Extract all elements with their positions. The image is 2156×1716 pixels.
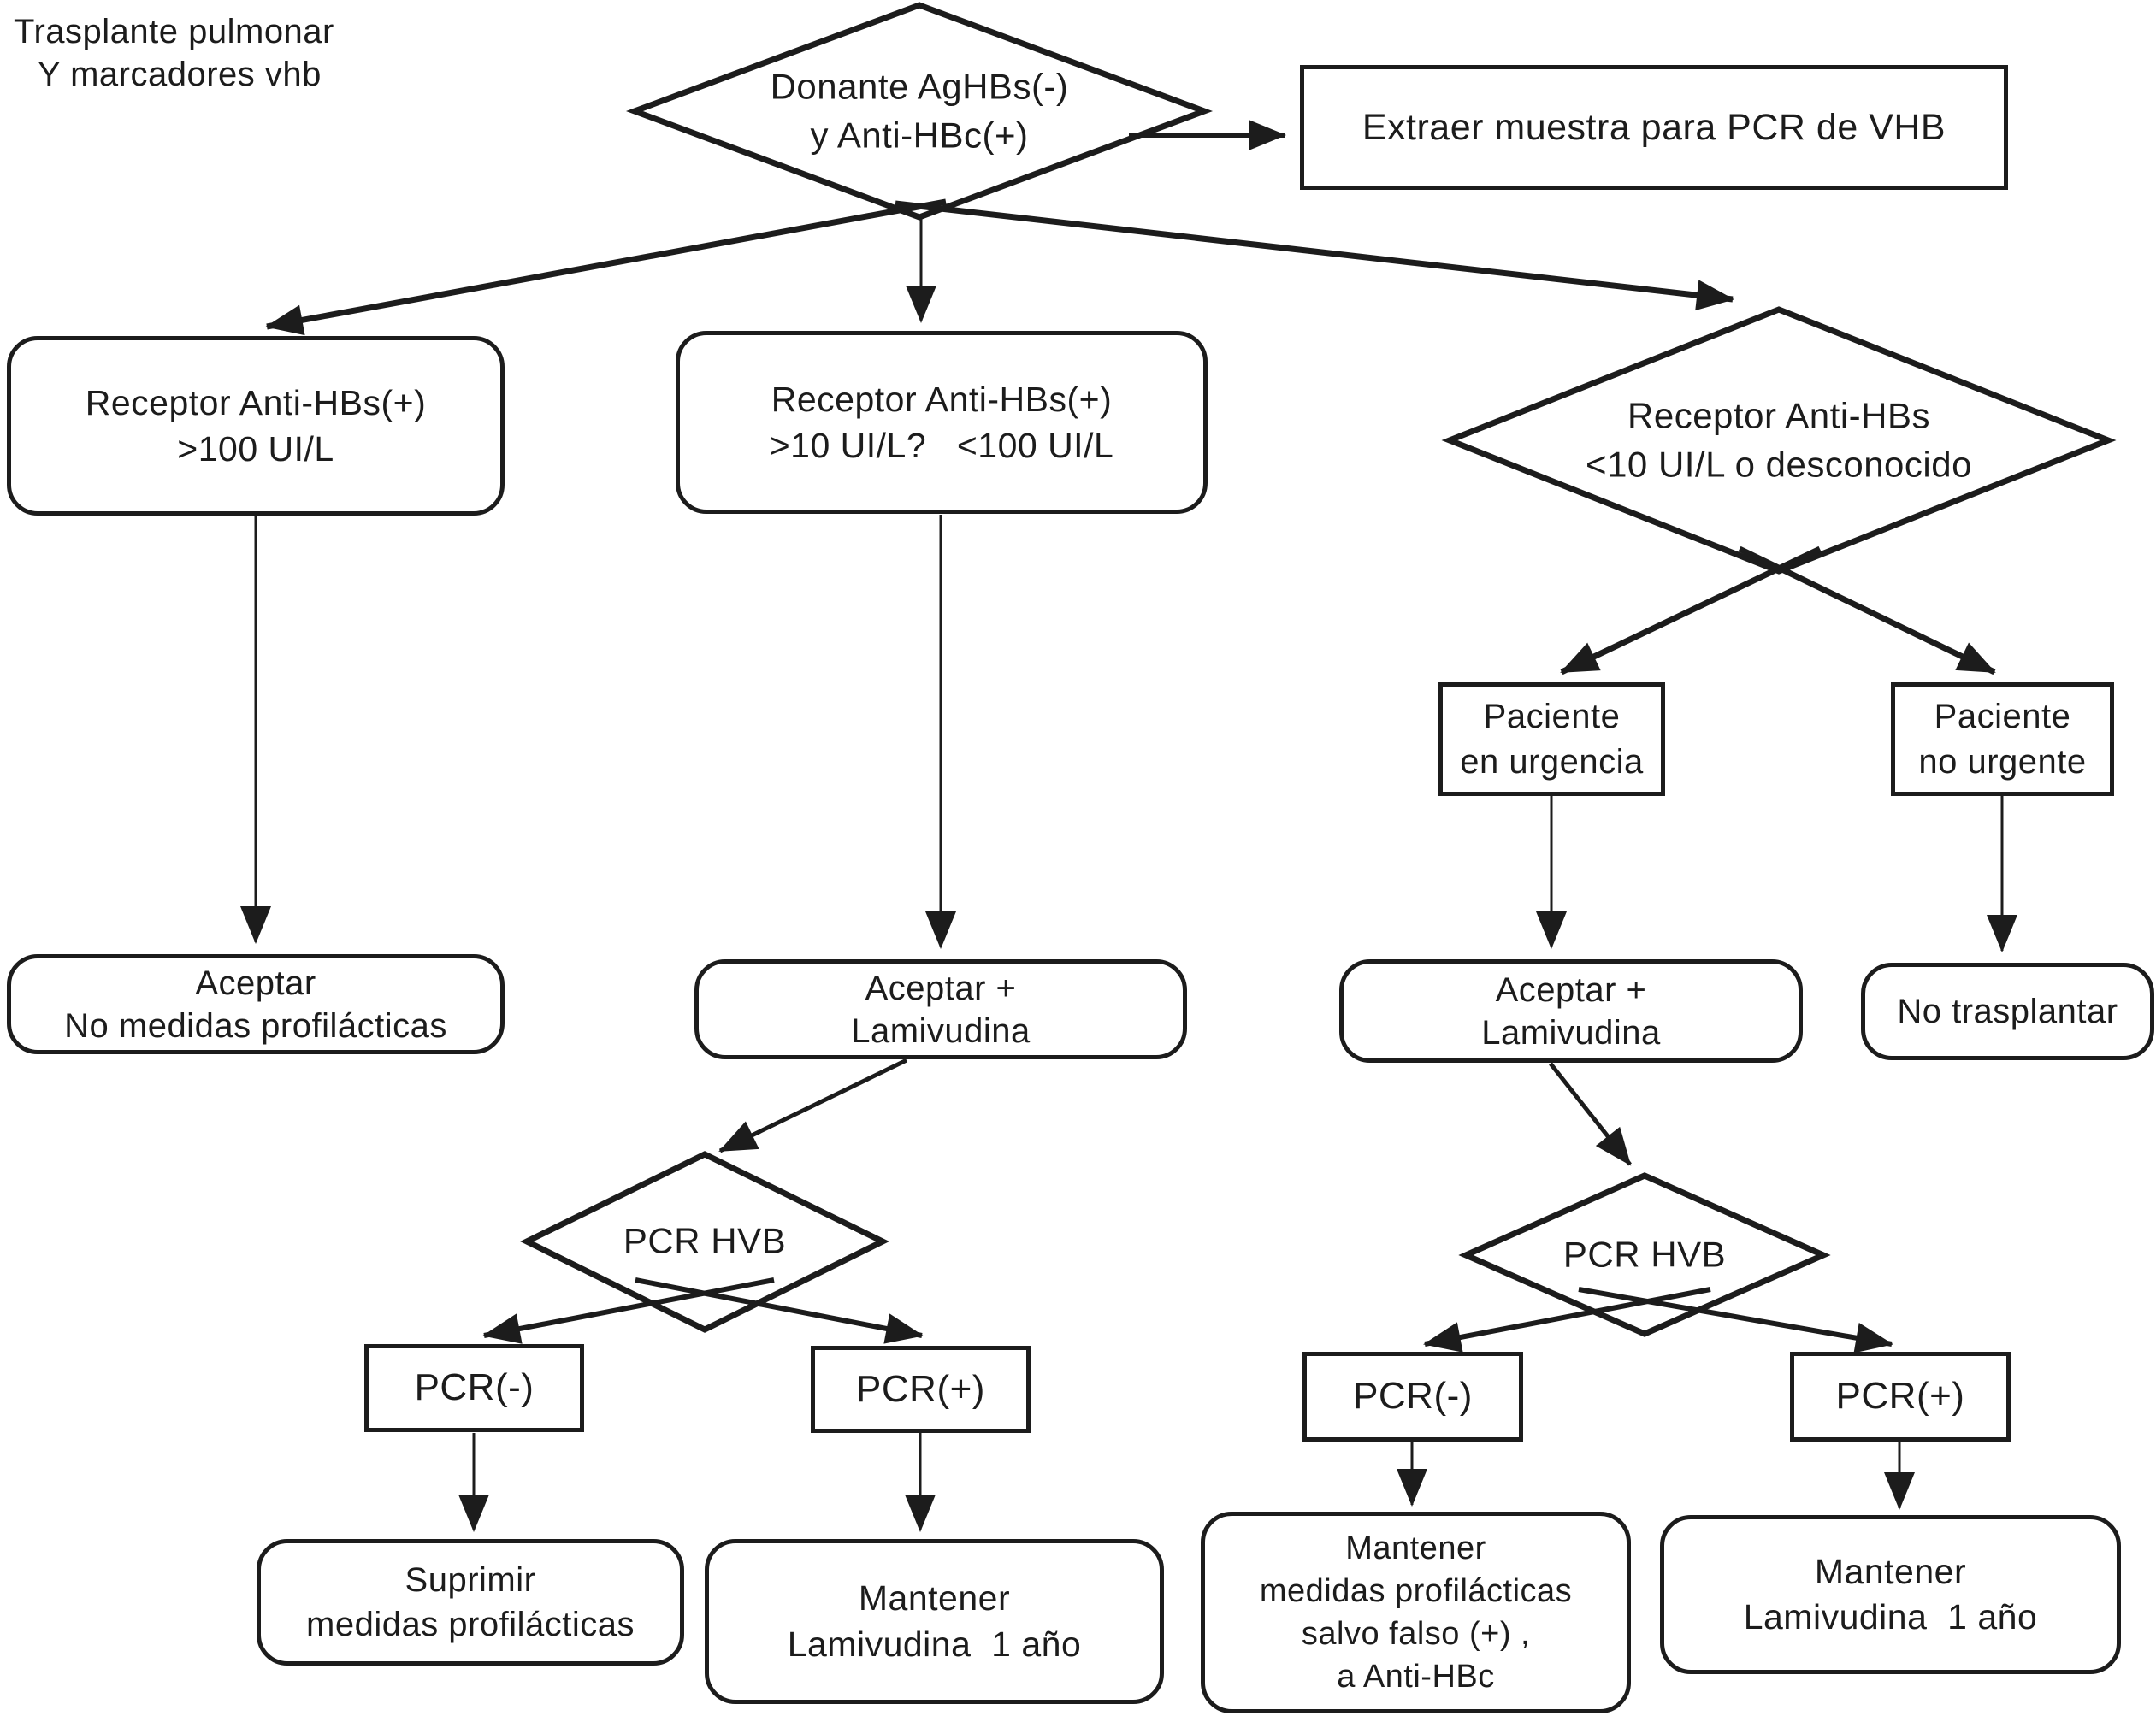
node-aceptar-lamivudina-derecha-line1: Aceptar +	[1495, 970, 1647, 1009]
diamond-donante	[625, 2, 1214, 221]
node-pcr-neg-derecha: PCR(-)	[1302, 1352, 1523, 1442]
node-paciente-urgencia-line2: en urgencia	[1460, 742, 1644, 781]
arrow-pcr-hvb-derecha-to-pcr-pos	[1578, 1287, 1893, 1353]
node-paciente-no-urgente-line1: Paciente	[1934, 697, 2071, 735]
decision-pcr-hvb-centro-label: PCR HVB	[623, 1220, 787, 1261]
node-receptor-10-100-line2: >10 UI/L? <100 UI/L	[769, 426, 1114, 465]
node-aceptar-lamivudina-centro: Aceptar + Lamivudina	[694, 959, 1187, 1059]
node-paciente-urgencia-line1: Paciente	[1483, 697, 1621, 735]
node-aceptar-no-medidas-line1: Aceptar	[195, 964, 316, 1002]
diamond-pcr-hvb-centro	[520, 1151, 889, 1333]
node-mantener-medidas-line2: medidas profilácticas	[1259, 1572, 1573, 1609]
arrow-aceptar-derecha-to-pcr-hvb	[1549, 1062, 1632, 1166]
node-aceptar-lamivudina-centro-line2: Lamivudina	[851, 1011, 1031, 1050]
arrow-donante-to-receptor-menor-10	[895, 200, 1734, 311]
arrow-aceptar-centro-to-pcr-hvb	[718, 1058, 908, 1153]
page-title-line2: Y marcadores vhb	[38, 56, 322, 93]
node-pcr-pos-centro: PCR(+)	[811, 1346, 1031, 1433]
node-pcr-pos-derecha-label: PCR(+)	[1835, 1375, 1965, 1418]
page-title-line1: Trasplante pulmonar	[14, 13, 334, 50]
node-suprimir-medidas-line2: medidas profilácticas	[306, 1606, 635, 1643]
diamond-pcr-hvb-derecha	[1458, 1172, 1831, 1337]
node-aceptar-no-medidas-line2: No medidas profilácticas	[64, 1006, 447, 1045]
node-receptor-100-line1: Receptor Anti-HBs(+)	[85, 382, 427, 422]
node-aceptar-lamivudina-derecha: Aceptar + Lamivudina	[1339, 959, 1803, 1063]
node-mantener-lamivudina-derecha-line1: Mantener	[1814, 1551, 1967, 1591]
node-receptor-100-line2: >100 UI/L	[177, 429, 334, 469]
decision-receptor-menor-10-line1: Receptor Anti-HBs	[1627, 395, 1930, 436]
decision-pcr-hvb-derecha-label: PCR HVB	[1562, 1234, 1727, 1275]
node-pcr-pos-derecha: PCR(+)	[1790, 1352, 2011, 1442]
node-mantener-medidas-line4: a Anti-HBc	[1337, 1659, 1495, 1695]
node-mantener-lamivudina-centro-line1: Mantener	[858, 1578, 1011, 1619]
node-no-trasplantar: No trasplantar	[1861, 963, 2154, 1060]
decision-pcr-hvb-centro: PCR HVB	[623, 1218, 786, 1266]
page-title: Trasplante pulmonar Y marcadores vhb	[14, 10, 334, 96]
arrow-pcr-hvb-derecha-to-pcr-neg	[1423, 1287, 1711, 1353]
node-mantener-lamivudina-centro-line2: Lamivudina 1 año	[787, 1624, 1082, 1664]
node-receptor-100: Receptor Anti-HBs(+) >100 UI/L	[7, 336, 505, 516]
node-aceptar-no-medidas: Aceptar No medidas profilácticas	[7, 954, 505, 1054]
node-aceptar-lamivudina-centro-line1: Aceptar +	[865, 969, 1017, 1007]
node-extraer-muestra: Extraer muestra para PCR de VHB	[1300, 65, 2008, 190]
node-mantener-medidas: Mantener medidas profilácticas salvo fal…	[1201, 1512, 1631, 1713]
arrow-pcr-hvb-centro-to-pcr-pos	[635, 1277, 924, 1344]
node-extraer-muestra-label: Extraer muestra para PCR de VHB	[1362, 106, 1946, 148]
node-pcr-pos-centro-label: PCR(+)	[856, 1367, 985, 1410]
arrow-receptor-menor-10-to-paciente-no-urgente	[1738, 545, 1996, 675]
node-suprimir-medidas-line1: Suprimir	[405, 1561, 536, 1599]
decision-donante: Donante AgHBs(-) y Anti-HBc(+)	[771, 62, 1069, 159]
node-mantener-medidas-line3: salvo falso (+) ,	[1301, 1616, 1531, 1652]
node-paciente-no-urgente-line2: no urgente	[1918, 742, 2087, 781]
node-no-trasplantar-label: No trasplantar	[1897, 992, 2118, 1030]
node-mantener-lamivudina-centro: Mantener Lamivudina 1 año	[705, 1539, 1164, 1704]
node-aceptar-lamivudina-derecha-line2: Lamivudina	[1481, 1013, 1661, 1052]
node-mantener-lamivudina-derecha-line2: Lamivudina 1 año	[1743, 1597, 2038, 1636]
decision-donante-line1: Donante AgHBs(-)	[770, 66, 1069, 107]
decision-donante-line2: y Anti-HBc(+)	[810, 115, 1029, 155]
decision-receptor-menor-10-line2: <10 UI/L o desconocido	[1586, 444, 1972, 484]
decision-receptor-menor-10: Receptor Anti-HBs <10 UI/L o desconocido	[1586, 392, 1972, 488]
node-mantener-medidas-line1: Mantener	[1345, 1530, 1486, 1566]
arrow-pcr-hvb-centro-to-pcr-neg	[482, 1277, 775, 1344]
node-receptor-10-100-line1: Receptor Anti-HBs(+)	[771, 379, 1113, 419]
node-mantener-lamivudina-derecha: Mantener Lamivudina 1 año	[1660, 1515, 2121, 1674]
decision-pcr-hvb-derecha: PCR HVB	[1563, 1231, 1726, 1280]
node-pcr-neg-centro-label: PCR(-)	[414, 1366, 535, 1409]
node-paciente-urgencia: Paciente en urgencia	[1438, 682, 1665, 796]
arrow-donante-to-receptor-100	[265, 198, 947, 336]
node-pcr-neg-centro: PCR(-)	[364, 1344, 584, 1432]
node-receptor-10-100: Receptor Anti-HBs(+) >10 UI/L? <100 UI/L	[676, 331, 1208, 514]
node-suprimir-medidas: Suprimir medidas profilácticas	[257, 1539, 684, 1666]
node-paciente-no-urgente: Paciente no urgente	[1891, 682, 2114, 796]
node-pcr-neg-derecha-label: PCR(-)	[1353, 1375, 1473, 1418]
